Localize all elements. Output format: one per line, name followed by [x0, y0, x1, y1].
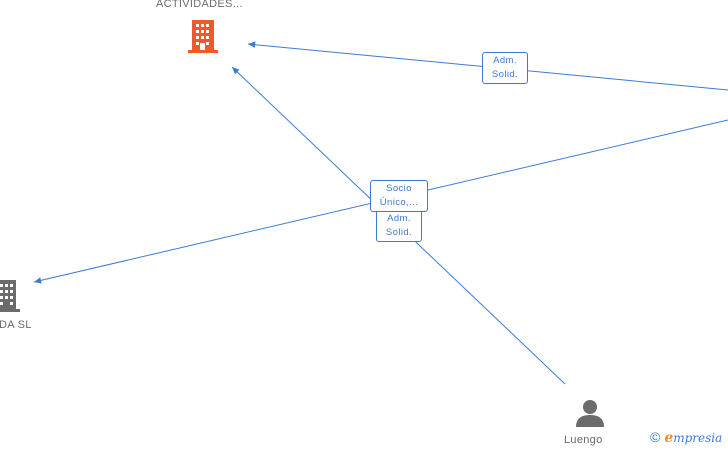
edge-label-adm-solid-top: Adm. Solid. [482, 52, 528, 84]
building-icon-highlight[interactable] [188, 20, 218, 53]
edge-label-line: Único,... [379, 197, 419, 208]
copyright-symbol: © [650, 429, 661, 445]
building-icon[interactable] [0, 280, 20, 312]
company-label-top[interactable]: ACTIVIDADES... [156, 0, 243, 10]
brand-e: e [664, 430, 674, 446]
edge-label-line: Adm. [387, 213, 411, 224]
edge-label-line: Adm. [493, 55, 517, 66]
empresia-logo: ©empresia [650, 429, 722, 446]
edge-label-line: Solid. [385, 227, 413, 238]
person-label[interactable]: Luengo [564, 434, 603, 446]
edge-label-adm-solid-center: Adm. Solid. [376, 210, 422, 242]
company-label-left[interactable]: DA SL [0, 319, 32, 331]
brand-name: mpresia [673, 431, 723, 445]
edge-label-line: Socio [386, 183, 412, 194]
person-icon[interactable] [576, 400, 604, 427]
edge-label-line: Solid. [491, 69, 519, 80]
edge-label-socio-unico: Socio Único,... [370, 180, 428, 212]
